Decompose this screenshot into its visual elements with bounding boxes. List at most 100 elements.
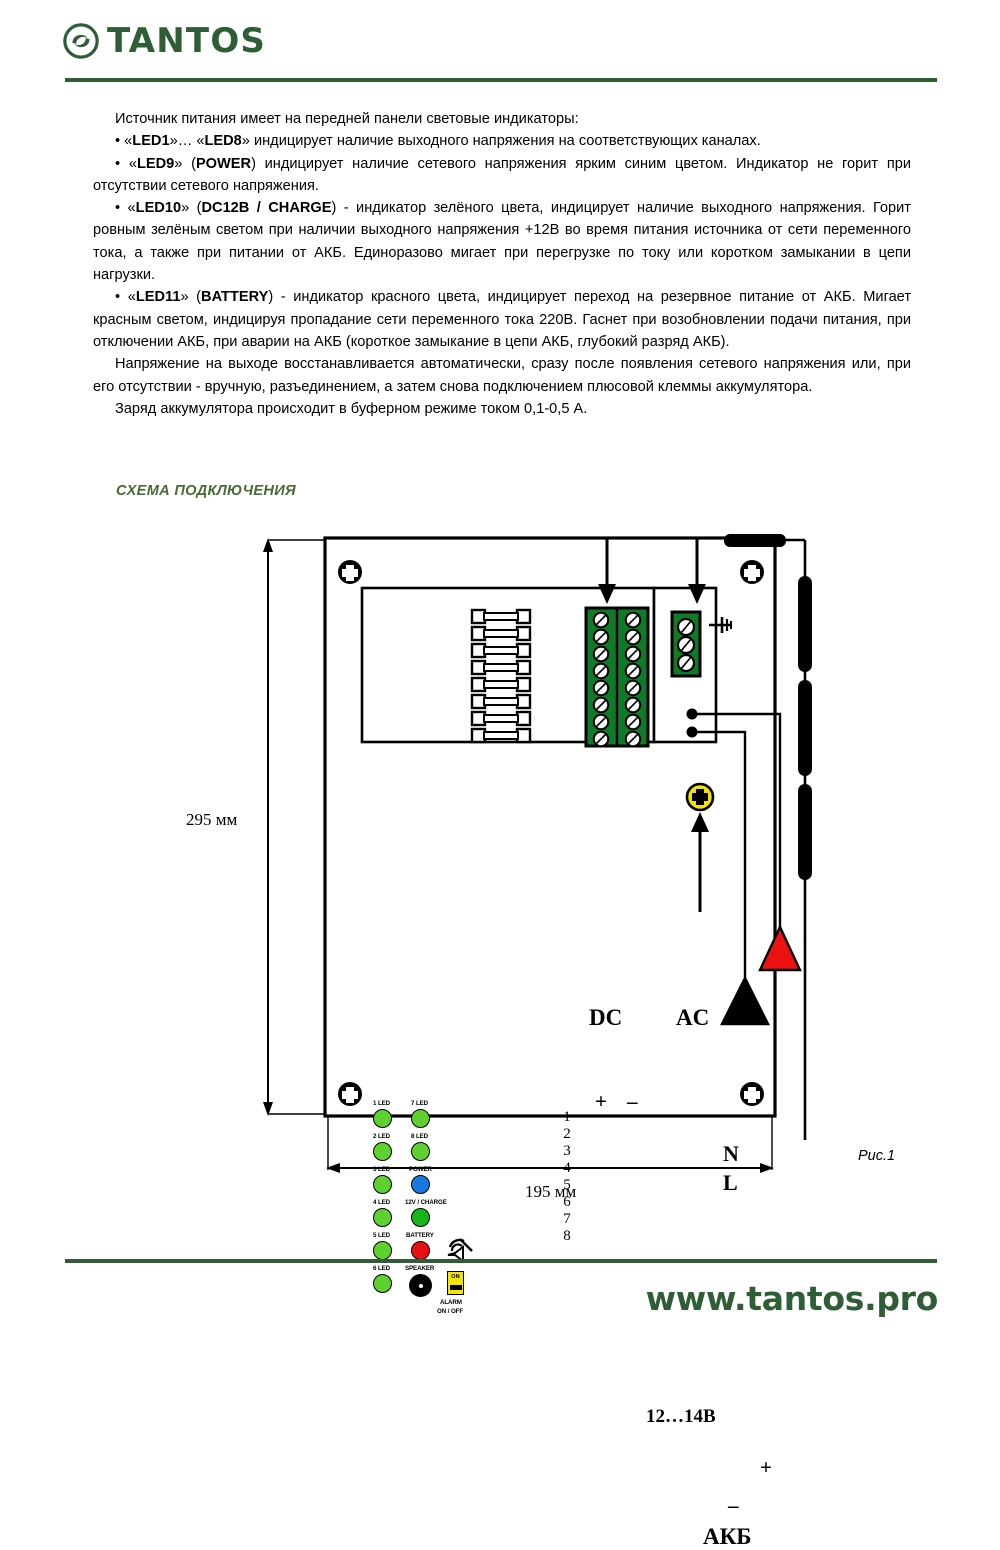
bullet1-text: » индицирует наличие выходного напряжени… [241,133,761,150]
battery-minus-terminal [720,975,770,1026]
fuse-holder [470,710,532,727]
diagram-canvas [263,534,812,1173]
led-indicator-8 [411,1142,430,1161]
brand-name: TANTOS [107,21,267,61]
battery-term: BATTERY [201,289,269,306]
led-label-power: POWER [409,1166,432,1173]
bullet3-text: ) - индикатор зелёного цвета, индицирует… [93,200,911,284]
led-label-charge: 12V / CHARGE [405,1199,447,1206]
led-indicator-3 [373,1175,392,1194]
brand-logo: TANTOS [62,22,266,60]
alarm-on-off-switch[interactable]: ON [447,1271,464,1295]
fuse-holder [470,625,532,642]
alarm-switch-lever [449,1285,462,1290]
fuse-holder [470,659,532,676]
led8-term: LED8 [204,133,242,150]
speaker-buzzer [409,1274,432,1297]
led-indicator-2 [373,1142,392,1161]
ac-terminal-block [670,610,702,678]
section-heading-wiring-diagram: СХЕМА ПОДКЛЮЧЕНИЯ [116,483,296,499]
terminal-number: 8 [563,1228,571,1244]
alarm-switch-on-label: ON [451,1274,460,1280]
bullet2-mid: » ( [174,155,196,172]
paragraph-charge-current: Заряд аккумулятора происходит в буферном… [115,400,588,417]
battery-plus-wire [692,712,782,930]
alarm-caption-line2: ON / OFF [437,1308,464,1315]
label-battery-akb: АКБ [703,1524,752,1549]
led-label-speaker: SPEAKER [405,1265,435,1272]
bullet-marker-3: • « [115,200,136,217]
led-indicator-battery [411,1241,430,1260]
terminal-number: 5 [563,1177,571,1193]
led-indicator-power [411,1175,430,1194]
led-indicator-6 [373,1274,392,1293]
label-dc-minus-column: – [627,1089,638,1113]
fuse-holder [470,727,532,744]
terminal-number: 3 [563,1143,571,1159]
label-dc-plus-column: + [595,1089,607,1113]
led-label-3: 3 LED [373,1166,391,1173]
label-battery-voltage: 12…14В [646,1406,716,1427]
dc-terminal-block [584,606,650,748]
earth-ground-icon [709,617,732,633]
led11-term: LED11 [135,289,181,306]
led-label-8: 8 LED [411,1133,429,1140]
speaker-muted-icon [447,1238,473,1263]
fuse-holder [470,676,532,693]
bullet3-mid: » ( [181,200,202,217]
screw-bottom-right [740,1082,764,1106]
dc-input-arrow [598,538,616,604]
document-body: Источник питания имеет на передней панел… [93,108,911,420]
led-label-4: 4 LED [373,1199,391,1206]
bullet-led1-led8: • «LED1»… «LED8» индицирует наличие выхо… [93,130,911,152]
bullet-led9: • «LED9» (POWER) индицирует наличие сете… [93,153,911,198]
dimension-width-label: 195 мм [525,1182,577,1201]
battery-voltage-arrow [691,812,709,912]
battery-plus-terminal [758,924,802,972]
led-label-5: 5 LED [373,1232,391,1239]
led-label-2: 2 LED [373,1133,391,1140]
power-term: POWER [195,155,252,172]
label-dc-input: DC [589,1005,623,1030]
label-battery-minus: – [728,1493,739,1517]
tantos-swirl-logo-icon [63,23,99,59]
bullet4-text: ) - индикатор красного цвета, индицирует… [93,289,912,350]
led1-term: LED1 [132,133,170,150]
terminal-number: 6 [563,1194,571,1210]
bullet-marker-1: • « [115,133,133,150]
bullet2-text: ) индицирует наличие сетевого напряжения… [93,155,911,194]
led-indicator-5 [373,1241,392,1260]
led-label-battery: BATTERY [406,1232,434,1239]
terminal-number: 2 [563,1126,571,1142]
header-divider [65,78,937,82]
label-battery-plus: + [760,1455,772,1479]
bullet1-mid: »… « [169,133,205,150]
bullet-marker-4: • « [115,289,136,306]
led-label-6: 6 LED [373,1265,391,1272]
dc12-charge-term: DC12В / CHARGE [201,200,332,217]
bullet-marker-2: • « [115,155,137,172]
page-header: TANTOS [0,0,1000,90]
fuse-holder [470,608,532,625]
led-indicator-7 [411,1109,430,1128]
label-ac-input: AC [676,1005,710,1030]
ac-mains-cable [724,534,812,1140]
bullet-led11: • «LED11» (BATTERY) - индикатор красного… [93,286,911,353]
paragraph-auto-restore: Напряжение на выходе восстанавливается а… [93,356,911,395]
bullet4-mid: » ( [180,289,202,306]
fuse-holder [470,642,532,659]
terminal-number: 4 [563,1160,571,1176]
terminal-number: 7 [563,1211,571,1227]
screw-bottom-left [338,1082,362,1106]
led-indicator-4 [373,1208,392,1227]
led10-term: LED10 [135,200,182,217]
screw-top-left [338,560,362,584]
ac-input-arrow [688,538,706,604]
footer-divider [65,1259,937,1263]
dimension-height-label: 295 мм [186,810,238,829]
bullet-led10: • «LED10» (DC12В / CHARGE) - индикатор з… [93,197,911,286]
footer-website-url[interactable]: www.tantos.pro [645,1279,939,1318]
wiring-diagram-figure: DC AC N L 12…14В АКБ + – + – 1 2 3 4 5 6… [0,500,1000,1549]
figure-caption: Рис.1 [858,1148,896,1164]
fuse-holder [470,693,532,710]
